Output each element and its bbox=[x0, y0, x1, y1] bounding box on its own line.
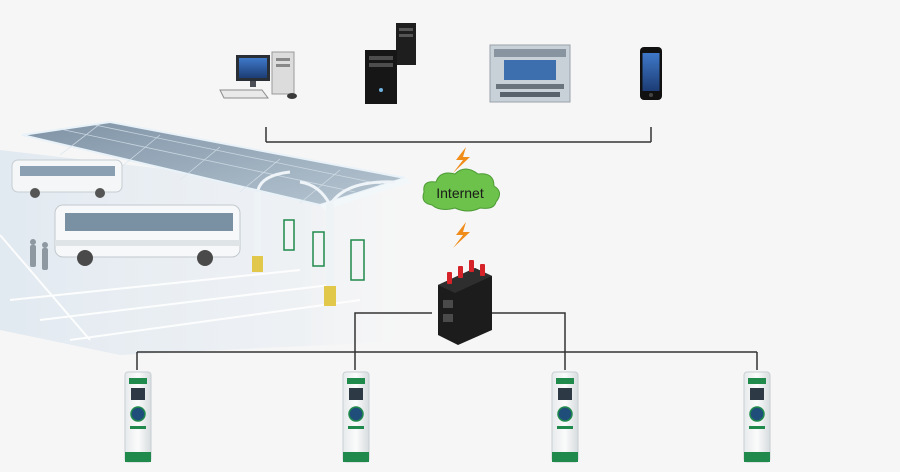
ev-charger-icon bbox=[342, 371, 370, 463]
ev-charger-icon bbox=[551, 371, 579, 463]
desktop-computer-icon bbox=[219, 51, 297, 99]
connection-lines bbox=[136, 127, 758, 370]
smartphone-icon bbox=[640, 47, 662, 100]
ev-charger-1 bbox=[124, 371, 152, 463]
bus-near bbox=[54, 204, 241, 266]
solar-canopy bbox=[21, 120, 412, 306]
server-tower-icon bbox=[365, 23, 416, 104]
ev-charger-2 bbox=[342, 371, 370, 463]
scene-chargers bbox=[283, 219, 365, 281]
ev-charger-3 bbox=[551, 371, 579, 463]
ev-charger-4 bbox=[743, 371, 771, 463]
people bbox=[30, 239, 48, 270]
lightning-icon-lower bbox=[453, 222, 470, 248]
charging-station-scene bbox=[0, 120, 430, 355]
cellular-router-icon bbox=[438, 260, 492, 345]
internet-label: Internet bbox=[436, 185, 484, 201]
lightning-icon-upper bbox=[453, 147, 470, 173]
internet-cloud-icon: Internet bbox=[422, 168, 500, 212]
control-room-icon bbox=[489, 44, 571, 103]
bus-far bbox=[11, 159, 123, 198]
ev-charger-icon bbox=[124, 371, 152, 463]
ev-charger-icon bbox=[743, 371, 771, 463]
